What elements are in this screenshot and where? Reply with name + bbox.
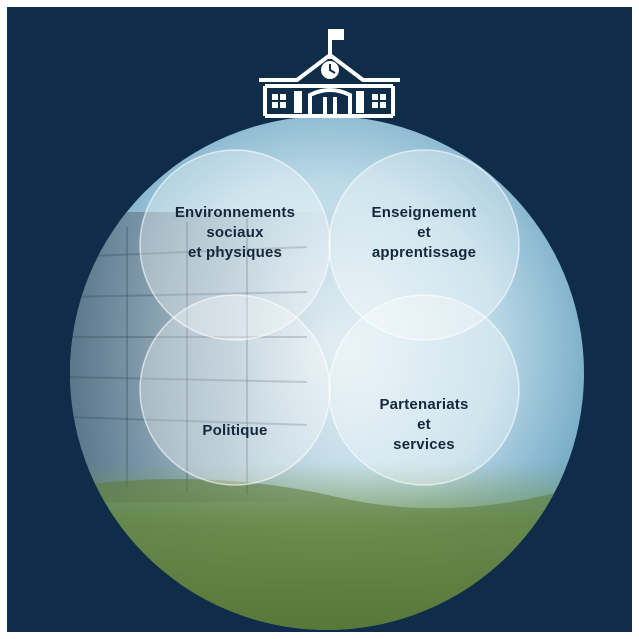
- circle-social-environments: [139, 149, 331, 341]
- label-line: Enseignement: [371, 204, 477, 221]
- label-line: et: [417, 416, 431, 433]
- circle-partnerships-services-label: Partenariats et services: [349, 395, 499, 455]
- school-building-icon: [259, 29, 400, 118]
- circle-policy-label: Politique: [160, 421, 310, 441]
- circle-social-environments-label: Environnements sociaux et physiques: [160, 203, 310, 263]
- diagram-panel: Environnements sociaux et physiques Enseign…: [7, 7, 632, 632]
- label-line: apprentissage: [371, 244, 477, 261]
- diagram-canvas: [70, 29, 584, 630]
- label-line: Partenariats: [379, 396, 469, 413]
- label-line: sociaux: [206, 224, 264, 241]
- label-line: et physiques: [187, 244, 283, 261]
- label-line: Politique: [202, 422, 268, 439]
- label-line: services: [393, 436, 455, 453]
- venn-circles: [139, 149, 520, 486]
- circle-partnerships-services: [328, 294, 520, 486]
- circle-teaching-learning-label: Enseignement et apprentissage: [349, 203, 499, 263]
- circle-policy: [139, 294, 331, 486]
- label-line: et: [417, 224, 431, 241]
- circle-teaching-learning: [328, 149, 520, 341]
- label-line: Environnements: [174, 204, 296, 221]
